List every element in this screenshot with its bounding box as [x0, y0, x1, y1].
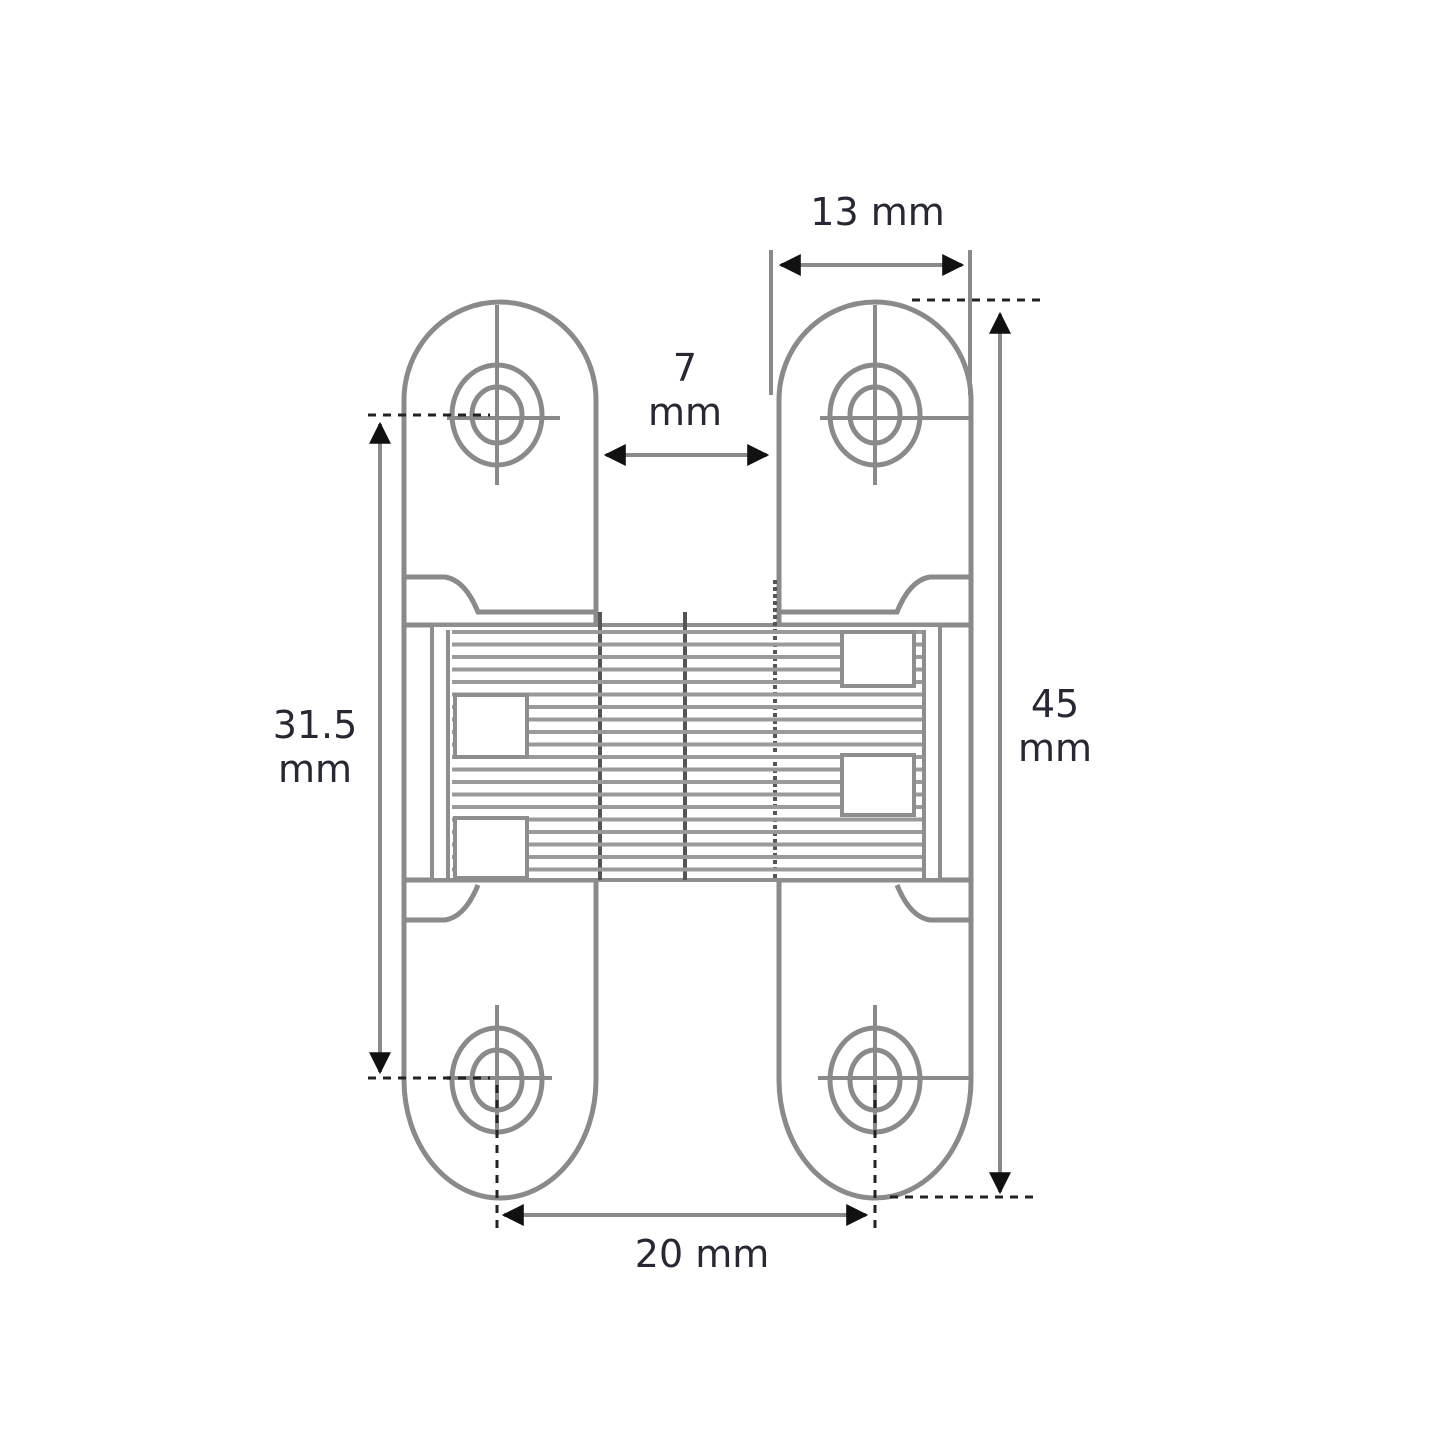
hole-spacing-vertical-label: 31.5 mm	[255, 703, 375, 791]
hole-spacing-horizontal-label: 20 mm	[634, 1232, 770, 1276]
hole-spacing-vertical-unit: mm	[277, 747, 353, 791]
plate-gap-label: 7 mm	[630, 346, 740, 434]
hole-spacing-vertical-value: 31.5	[272, 703, 358, 747]
extension-lines	[368, 298, 1040, 1232]
plate-gap-unit: mm	[647, 390, 723, 434]
overall-length-unit: mm	[1017, 726, 1093, 770]
screw-hole-icon	[447, 305, 560, 485]
plate-width-label: 13 mm	[810, 190, 945, 234]
hinge-knuckle-body	[430, 580, 942, 882]
overall-length-value: 45	[1030, 682, 1080, 726]
plate-gap-value: 7	[672, 346, 698, 390]
screw-hole-icon	[820, 305, 970, 485]
dimension-lines	[369, 250, 1011, 1226]
overall-length-label: 45 mm	[1005, 682, 1105, 770]
